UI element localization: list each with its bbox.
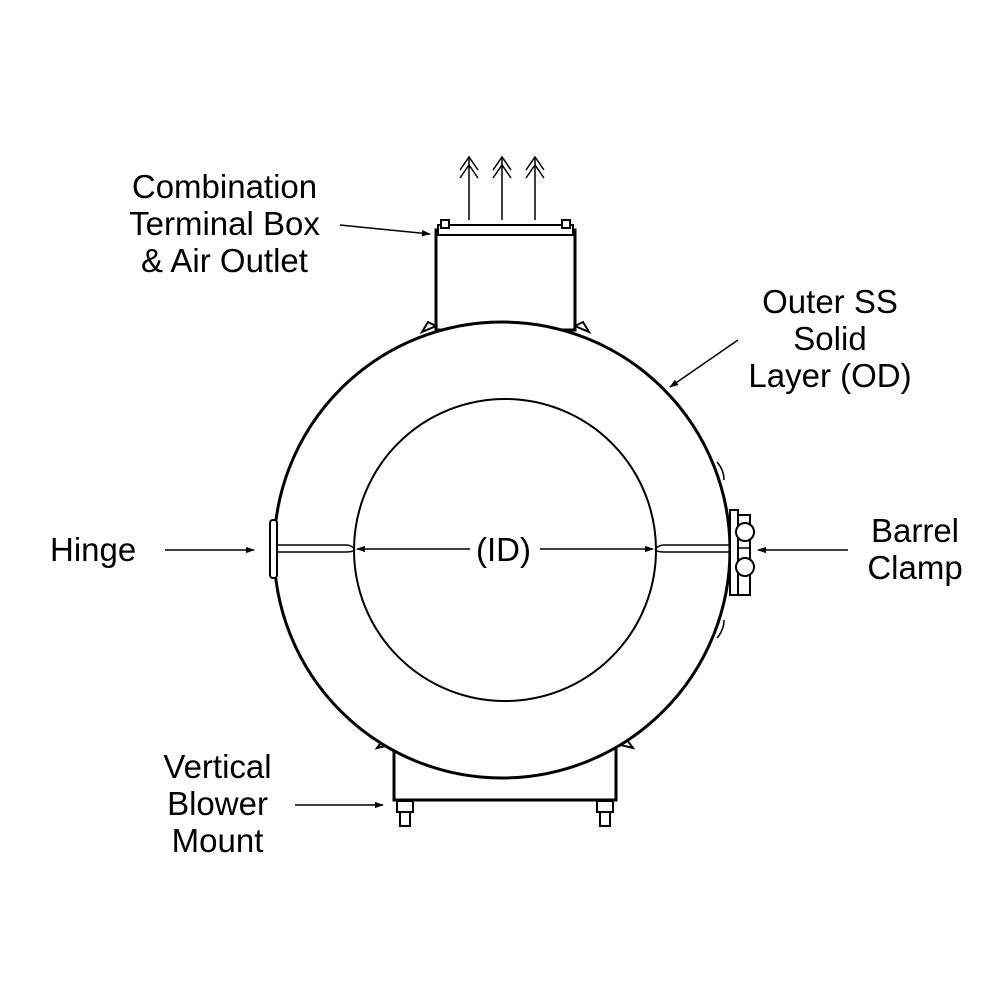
split-seam-right: [654, 544, 729, 553]
terminal-box-label-line: & Air Outlet: [141, 242, 308, 279]
terminal-box-leader: [339, 224, 431, 237]
hinge-label-text: Hinge: [50, 531, 137, 568]
inner-diameter-label: (ID): [470, 531, 537, 568]
blower-mount-label-line: Vertical: [163, 748, 272, 785]
outer-layer-label-line: Layer (OD): [748, 357, 912, 394]
barrel-clamp-label-line: Barrel: [870, 512, 960, 549]
barrel-clamp: [716, 461, 755, 639]
air-outlet-arrow: [492, 155, 512, 220]
hinge-label: Hinge: [50, 531, 136, 568]
barrel-clamp-label-line: Clamp: [867, 549, 963, 586]
mount-bolt: [596, 800, 614, 827]
blower-mount-label-line: Blower: [167, 785, 268, 822]
blower-mount-label-line: Mount: [171, 822, 264, 859]
terminal-box-label-line: Terminal Box: [129, 205, 320, 242]
air-outlet-arrow: [525, 155, 545, 220]
terminal-box: [419, 219, 592, 335]
outer-layer-label-line: Outer SS: [762, 283, 898, 320]
mount-bolt: [396, 800, 414, 827]
blower-mount-label: Vertical Blower Mount: [150, 748, 285, 859]
terminal-box-label-line: Combination: [131, 168, 318, 205]
outer-layer-leader: [669, 339, 739, 388]
hinge: [269, 519, 278, 579]
air-outlet-arrows: [459, 155, 545, 220]
air-outlet-arrow: [459, 155, 479, 220]
outer-layer-label-line: Solid: [793, 320, 867, 357]
outer-layer-label: Outer SS Solid Layer (OD): [735, 283, 925, 394]
split-seam-left: [276, 544, 356, 553]
terminal-box-label: Combination Terminal Box & Air Outlet: [112, 168, 337, 279]
barrel-clamp-label: Barrel Clamp: [855, 512, 975, 586]
